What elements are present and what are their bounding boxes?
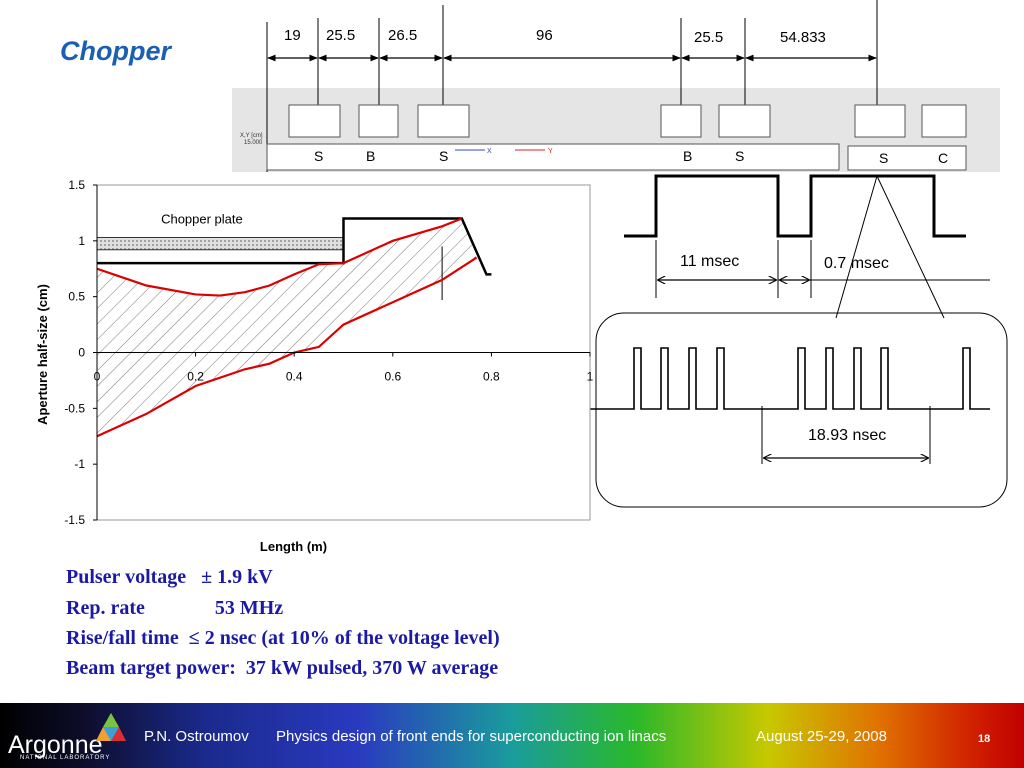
plate-outline-line — [97, 217, 492, 276]
strip-row-main — [266, 143, 840, 171]
footer-bar: Argonne NATIONAL LABORATORY P.N. Ostroum… — [0, 703, 1024, 768]
dim-label-5: 25.5 — [694, 29, 723, 46]
dim-label-1: 19 — [284, 27, 301, 44]
beam-envelope-hatch — [97, 218, 477, 437]
strip-element-s3: S — [735, 148, 744, 164]
strip-box-s3 — [718, 104, 771, 138]
footer-date: August 25-29, 2008 — [756, 728, 887, 745]
chopper-plate-shape — [96, 236, 344, 251]
envelope-line-1 — [96, 217, 463, 297]
strip-box-s4 — [854, 104, 906, 138]
footer-logo-subtitle: NATIONAL LABORATORY — [20, 755, 111, 761]
strip-axis-value: 15.000 — [244, 140, 263, 146]
y-tick-label-5: -1 — [74, 457, 85, 471]
y-tick-label-6: -1.5 — [64, 513, 85, 527]
y-tick-label-0: 1.5 — [68, 178, 85, 192]
dim-label-2: 25.5 — [326, 27, 355, 44]
strip-legend-x: X — [487, 148, 492, 155]
x-tick-label-3: 0.6 — [384, 370, 401, 384]
dim-label-4: 96 — [536, 27, 553, 44]
macro-pulse-waveform — [624, 174, 966, 238]
page-number: 18 — [978, 733, 991, 745]
y-tick-label-3: 0 — [78, 346, 85, 360]
strip-legend-y: Y — [548, 148, 553, 155]
strip-box-b2 — [660, 104, 702, 138]
strip-element-s1: S — [314, 148, 323, 164]
slide-title: Chopper — [60, 36, 171, 66]
y-tick-label-4: -0.5 — [64, 401, 85, 415]
strip-element-s4: S — [879, 150, 888, 166]
y-axis-title: Aperture half-size (cm) — [35, 284, 50, 425]
long-pulse-label: 11 msec — [680, 253, 739, 270]
strip-box-s2 — [417, 104, 470, 138]
argonne-logo-icon — [96, 713, 126, 741]
footer-logo-text: Argonne — [8, 731, 103, 759]
strip-element-s2: S — [439, 148, 448, 164]
chopper-plate-annotation: Chopper plate — [161, 212, 243, 227]
strip-row-end — [847, 145, 967, 171]
x-tick-label-2: 0.4 — [286, 370, 303, 384]
strip-axis-label: X,Y [cm] — [240, 133, 263, 139]
beamline-layout-diagram: 19 25.5 26.5 96 25.5 54.833 X Y X,Y [cm]… — [240, 0, 967, 172]
spec-rep-rate: Rep. rate 53 MHz — [66, 597, 284, 619]
strip-element-b1: B — [366, 148, 375, 164]
strip-box-b1 — [358, 104, 399, 138]
zoom-callout-box — [595, 312, 1008, 508]
spec-pulser-voltage: Pulser voltage ± 1.9 kV — [66, 566, 273, 588]
strip-element-c: C — [938, 150, 948, 166]
micro-pulse-waveform — [560, 347, 990, 410]
micro-period-label: 18.93 nsec — [808, 427, 886, 444]
strip-box-s1 — [288, 104, 341, 138]
y-tick-label-1: 1 — [78, 234, 85, 248]
dim-label-6: 54.833 — [780, 29, 826, 46]
spec-beam-target-power: Beam target power: 37 kW pulsed, 370 W a… — [66, 657, 499, 679]
y-tick-label-2: 0.5 — [68, 290, 85, 304]
x-tick-label-5: 1 — [587, 370, 594, 384]
footer-talk-title: Physics design of front ends for superco… — [276, 728, 667, 745]
x-tick-label-4: 0.8 — [483, 370, 500, 384]
x-axis-title: Length (m) — [260, 539, 327, 554]
x-tick-label-1: 0.2 — [187, 370, 204, 384]
strip-box-c — [921, 104, 967, 138]
dim-label-3: 26.5 — [388, 27, 417, 44]
timing-diagram: 11 msec 0.7 msec 18.93 nsec — [560, 174, 1008, 508]
strip-element-b2: B — [683, 148, 692, 164]
gap-label: 0.7 msec — [824, 255, 889, 272]
spec-rise-fall-time: Rise/fall time ≤ 2 nsec (at 10% of the v… — [66, 627, 500, 649]
footer-author: P.N. Ostroumov — [144, 728, 249, 745]
